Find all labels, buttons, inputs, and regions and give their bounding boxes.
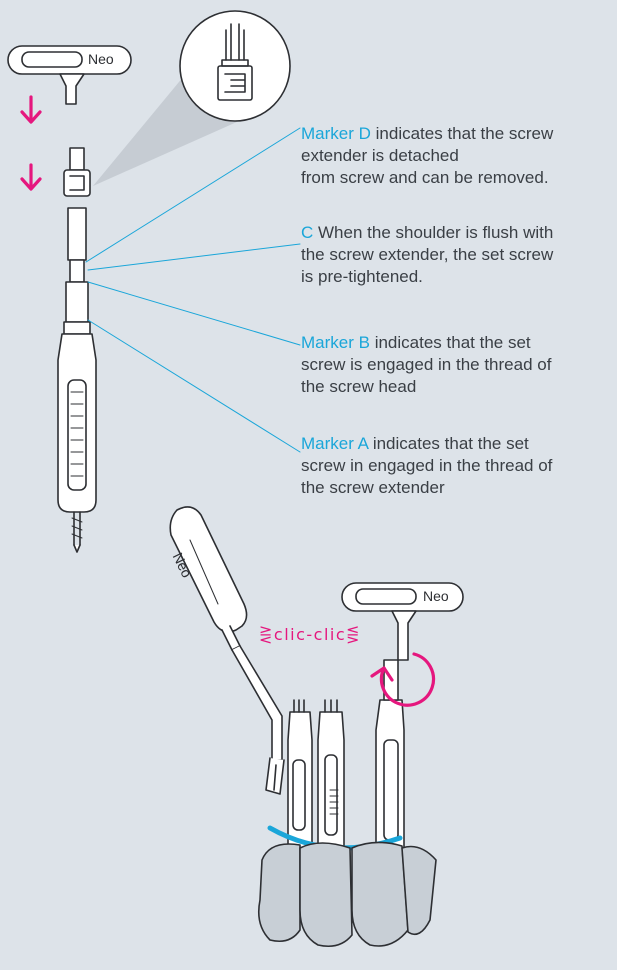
callout-line: screw is engaged in the thread of <box>301 355 551 374</box>
callout-line: screw in engaged in the thread of <box>301 456 552 475</box>
callout-line: the screw extender <box>301 478 445 497</box>
sound-right-mark: ⋚ <box>346 625 361 644</box>
leader-lines <box>86 128 300 452</box>
marker-label: Marker B <box>301 333 370 352</box>
callout-line: from screw and can be removed. <box>301 168 549 187</box>
marker-label: Marker A <box>301 434 368 453</box>
spine-extenders <box>288 660 404 855</box>
sound-left-mark: ⋛ <box>259 625 274 644</box>
small-part <box>64 148 90 196</box>
sound-text: clic-clic <box>274 625 346 644</box>
neo-logo-right: Neo <box>423 588 449 604</box>
callout-marker-b: Marker B indicates that the set screw is… <box>301 332 613 398</box>
callout-line: extender is detached <box>301 146 459 165</box>
callout-line: the screw extender, the set screw <box>301 245 553 264</box>
callout-line: the screw head <box>301 377 416 396</box>
callout-marker-c: C When the shoulder is flush with the sc… <box>301 222 613 288</box>
sound-label: ⋛clic-clic⋚ <box>259 625 361 644</box>
down-arrow-icon <box>22 97 40 122</box>
down-arrow-icon <box>22 165 40 189</box>
callout-line: indicates that the set <box>375 333 531 352</box>
callout-line: is pre-tightened. <box>301 267 423 286</box>
angled-instrument <box>170 507 284 794</box>
callout-line: When the shoulder is flush with <box>318 223 553 242</box>
rotation-arrow-icon <box>372 654 433 705</box>
callout-line: indicates that the screw <box>376 124 554 143</box>
marker-label: C <box>301 223 313 242</box>
callout-marker-d: Marker D indicates that the screw extend… <box>301 123 613 189</box>
neo-logo-top: Neo <box>88 51 114 67</box>
callout-marker-a: Marker A indicates that the set screw in… <box>301 433 613 499</box>
marker-label: Marker D <box>301 124 371 143</box>
callout-line: indicates that the set <box>373 434 529 453</box>
vertebrae <box>259 842 436 946</box>
